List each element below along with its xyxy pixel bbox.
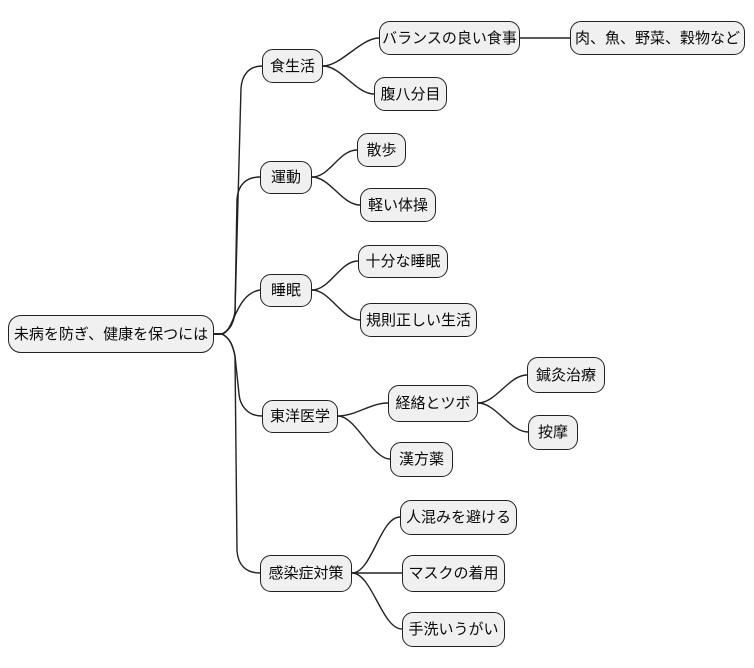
node-diet: 食生活	[262, 49, 323, 83]
link-exercise-walk	[311, 149, 358, 178]
node-light-gymnastics: 軽い体操	[360, 188, 436, 222]
node-food-examples: 肉、魚、野菜、穀物など	[570, 21, 745, 55]
node-sleep: 睡眠	[260, 274, 312, 307]
link-meridians-acupuncture	[477, 374, 528, 404]
link-infection-avoid-crowds	[351, 516, 401, 574]
link-diet-hara-hachibu	[322, 65, 375, 95]
node-massage: 按摩	[528, 415, 578, 450]
node-hara-hachibu: 腹八分目	[374, 77, 447, 111]
node-handwash: 手洗いうがい	[402, 612, 505, 647]
node-enough-sleep: 十分な睡眠	[358, 245, 448, 278]
node-oriental-medicine: 東洋医学	[262, 400, 338, 433]
node-infection-control: 感染症対策	[260, 555, 352, 592]
node-regular-life: 規則正しい生活	[360, 303, 477, 337]
link-oriental-kampo	[337, 415, 391, 460]
node-acupuncture: 鍼灸治療	[527, 357, 605, 393]
node-walk: 散歩	[357, 133, 406, 167]
node-balanced-meal: バランスの良い食事	[379, 21, 520, 55]
link-infection-handwash	[351, 572, 403, 630]
node-meridians: 経絡とツボ	[388, 385, 478, 422]
link-root-diet	[214, 65, 263, 335]
node-avoid-crowds: 人混みを避ける	[400, 500, 517, 535]
node-kampo: 漢方薬	[390, 442, 453, 477]
link-sleep-enough-sleep	[311, 260, 359, 291]
node-root: 未病を防ぎ、健康を保つには	[8, 315, 214, 353]
link-root-sleep	[214, 289, 261, 335]
node-exercise: 運動	[260, 161, 312, 194]
link-diet-balanced-meal	[322, 37, 380, 67]
node-mask: マスクの着用	[402, 555, 505, 592]
link-root-oriental-medicine	[214, 333, 263, 417]
link-exercise-light-gymnastics	[311, 176, 361, 206]
link-sleep-regular-life	[311, 289, 361, 321]
link-root-infection-control	[214, 333, 261, 574]
link-oriental-meridians	[337, 402, 389, 417]
link-meridians-massage	[477, 402, 529, 433]
